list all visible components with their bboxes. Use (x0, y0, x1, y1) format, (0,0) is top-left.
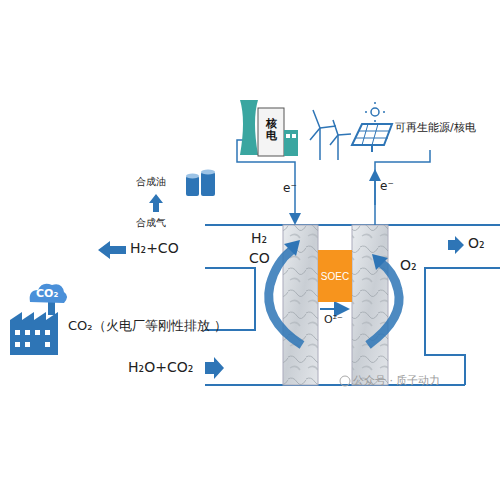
electrodes (283, 225, 388, 385)
arrow-head (284, 240, 300, 256)
inlet-arrow (205, 357, 224, 379)
nuclear-plant-icon (240, 100, 298, 156)
label: e⁻ (380, 180, 394, 193)
label: 可再生能源/核电 (395, 122, 476, 134)
label: O²⁻ (324, 314, 343, 326)
o2-outlet-arrow (448, 236, 464, 254)
label: O₂ (400, 258, 417, 273)
label: 公众号 · 质子动力 (353, 375, 441, 387)
soec-cell: SOEC (318, 250, 352, 302)
arrow-head (372, 254, 388, 270)
label: CO₂ (36, 288, 58, 300)
plant-building: 核电 (261, 113, 281, 145)
label: 合成气 (136, 217, 166, 228)
wind-turbines (310, 110, 351, 160)
node-text: SOEC (321, 271, 349, 282)
channel-walls (205, 225, 500, 385)
factory-icon (10, 284, 67, 355)
solar-panel (352, 102, 392, 152)
label: CO₂（火电厂等刚性排放 ） (68, 319, 227, 333)
label: 合成油 (136, 176, 166, 187)
label: e⁻ (283, 182, 297, 195)
outlet-arrow (98, 241, 126, 259)
label: CO (249, 251, 270, 266)
anode-flow-arrow (368, 262, 399, 345)
label: H₂ (251, 231, 267, 246)
label: H₂+CO (130, 241, 179, 256)
up-arrow (149, 194, 163, 212)
watermark-icon (340, 376, 350, 386)
label: O₂ (468, 236, 485, 251)
label: H₂O+CO₂ (128, 360, 193, 375)
ion-arrow (320, 308, 346, 310)
node-text: 核电 (266, 117, 277, 141)
cathode-flow-arrow (269, 250, 302, 345)
oil-barrels (186, 170, 215, 197)
